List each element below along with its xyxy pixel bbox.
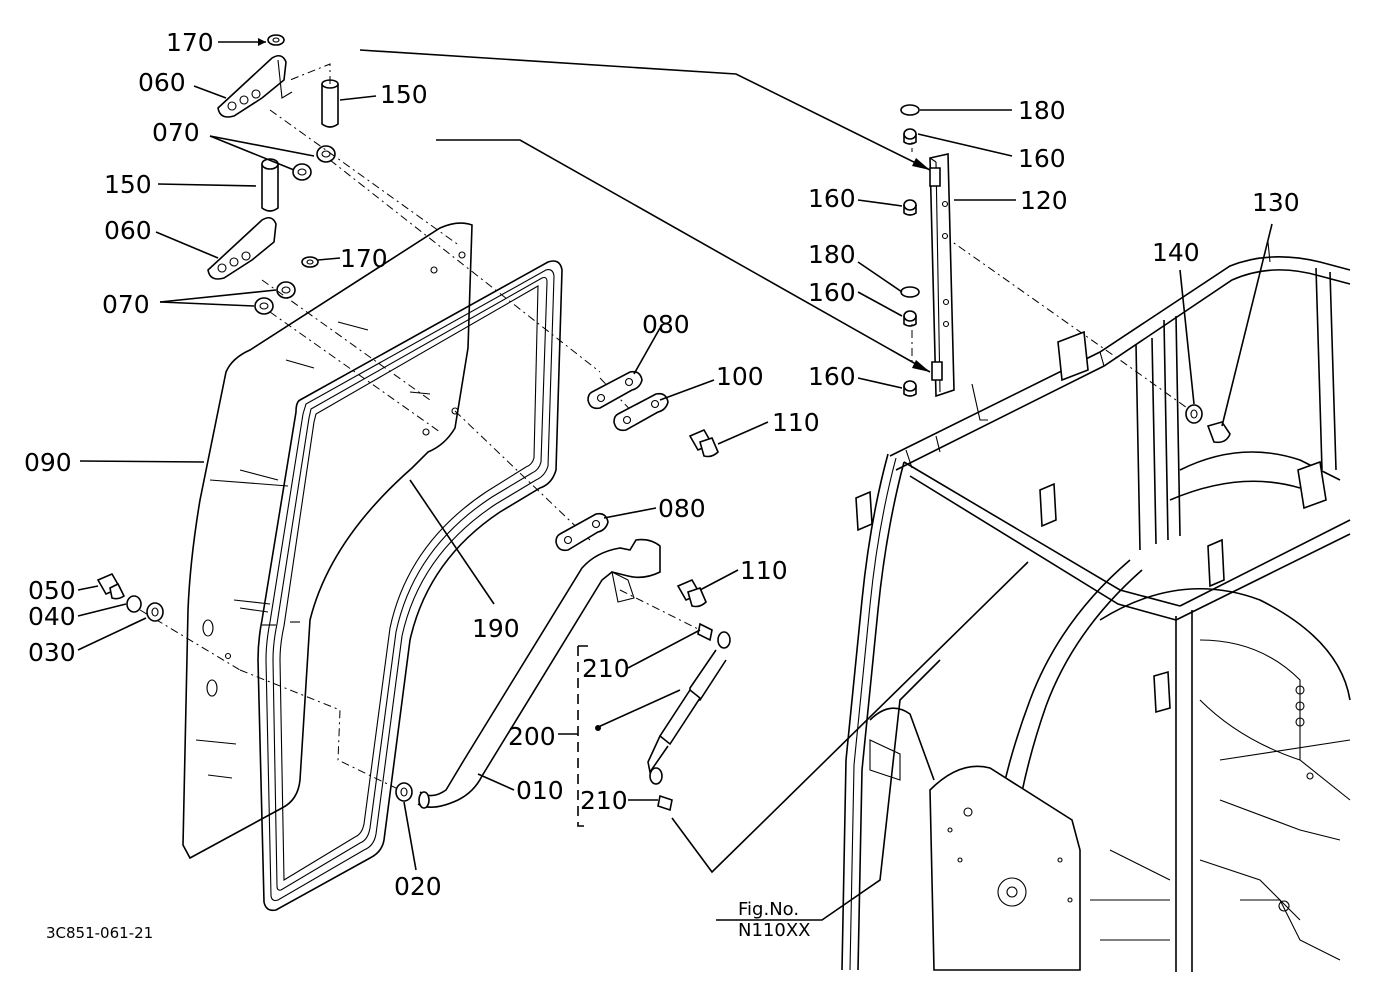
fig-no-value: N110XX — [738, 920, 811, 941]
stay-rod — [395, 538, 661, 809]
stay-plates — [555, 370, 669, 552]
label-170-mid: 170 — [340, 244, 388, 273]
label-130: 130 — [1252, 188, 1300, 217]
label-160-a: 160 — [1018, 144, 1066, 173]
label-210-top: 210 — [582, 654, 630, 683]
label-120: 120 — [1020, 186, 1068, 215]
label-080-mid: 080 — [658, 494, 706, 523]
upper-hinge — [217, 34, 339, 181]
rear-window-glass — [182, 222, 473, 860]
label-210-bot: 210 — [580, 786, 628, 815]
label-190: 190 — [472, 614, 520, 643]
label-050: 050 — [28, 576, 76, 605]
label-160-d: 160 — [808, 362, 856, 391]
bolts — [96, 428, 719, 622]
cab-frame — [841, 241, 1351, 972]
stay-channel — [900, 104, 955, 398]
fig-no-label: Fig.No. — [738, 899, 800, 920]
label-150-mid: 150 — [104, 170, 152, 199]
label-030: 030 — [28, 638, 76, 667]
label-100: 100 — [716, 362, 764, 391]
label-040: 040 — [28, 602, 76, 631]
label-070-top: 070 — [152, 118, 200, 147]
window-seal — [257, 260, 563, 912]
label-010: 010 — [516, 776, 564, 805]
label-020: 020 — [394, 872, 442, 901]
label-200: 200 — [508, 722, 556, 751]
label-160-b: 160 — [808, 184, 856, 213]
label-140: 140 — [1152, 238, 1200, 267]
label-180-mid: 180 — [808, 240, 856, 269]
label-080-top: 080 — [642, 310, 690, 339]
leader-lines — [77, 38, 1273, 921]
label-110-mid: 110 — [740, 556, 788, 585]
label-060-mid: 060 — [104, 216, 152, 245]
label-180-top: 180 — [1018, 96, 1066, 125]
label-160-c: 160 — [808, 278, 856, 307]
drawing-code: 3C851-061-21 — [46, 924, 154, 942]
label-110-top: 110 — [772, 408, 820, 437]
label-090: 090 — [24, 448, 72, 477]
label-150-top: 150 — [380, 80, 428, 109]
label-170-top: 170 — [166, 28, 214, 57]
gas-stay — [577, 622, 731, 827]
label-070-mid: 070 — [102, 290, 150, 319]
label-060-top: 060 — [138, 68, 186, 97]
